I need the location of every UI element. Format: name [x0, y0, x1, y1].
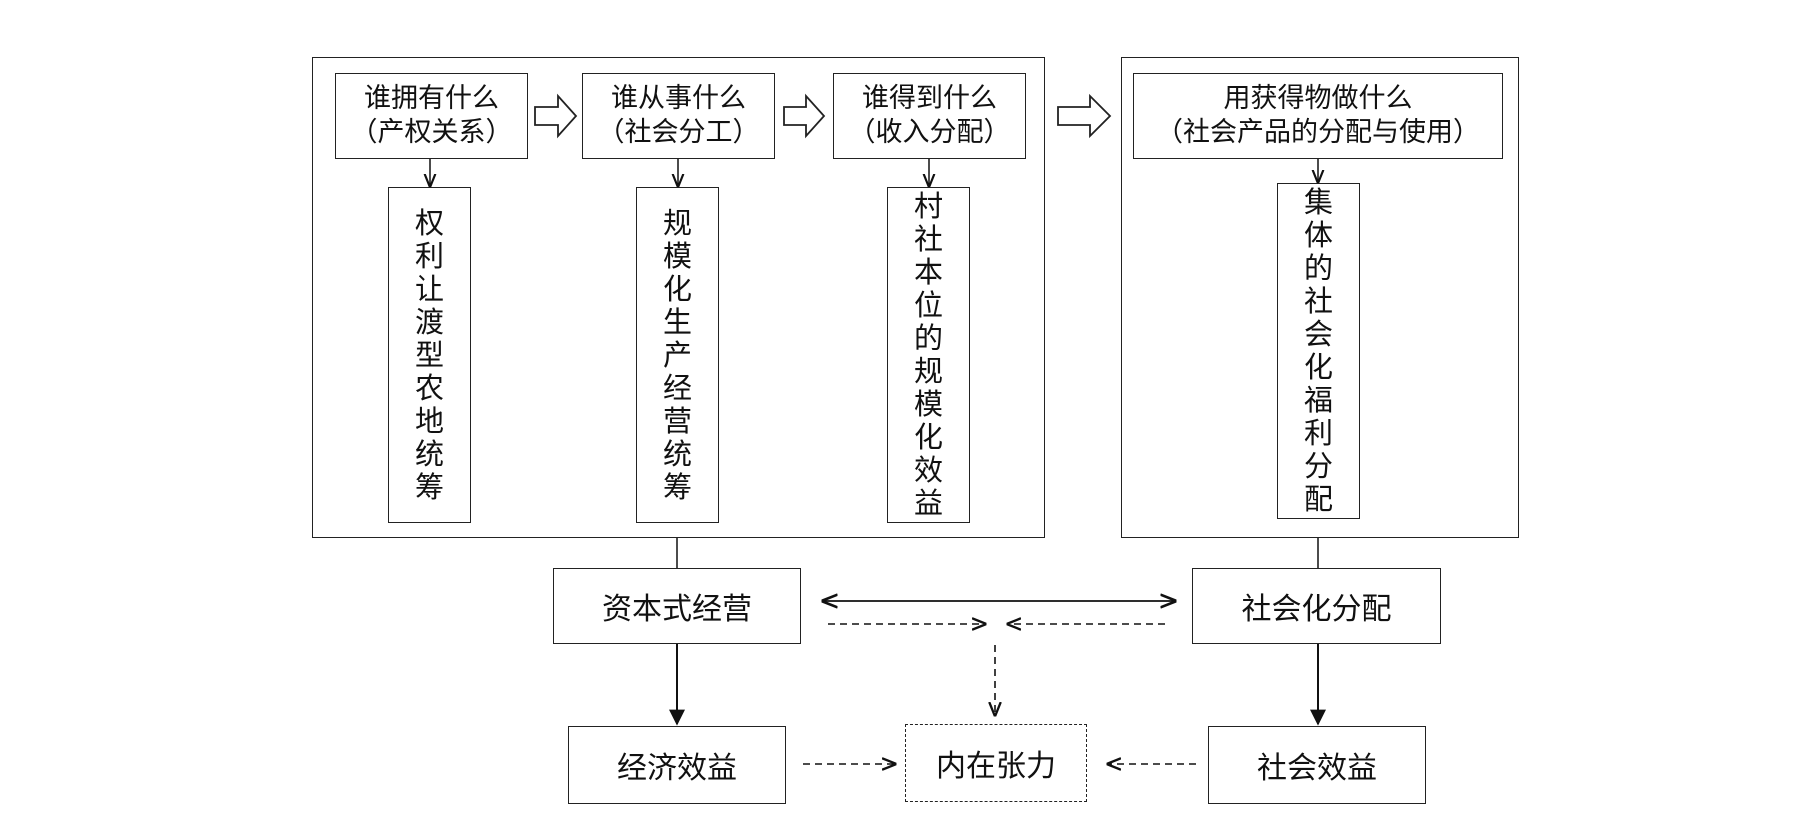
- box-label: 内在张力: [936, 749, 1056, 784]
- internal-tension-box: 内在张力: [905, 724, 1087, 802]
- box-label: 资本式经营: [602, 592, 752, 627]
- step-title: 谁拥有什么: [364, 83, 499, 114]
- social-benefit-box: 社会效益: [1208, 726, 1426, 804]
- economic-benefit-box: 经济效益: [568, 726, 786, 804]
- vertical-box-land: 权利让渡型农地统筹: [388, 187, 471, 523]
- capital-operation-box: 资本式经营: [553, 568, 801, 644]
- right-group-panel: [1121, 57, 1519, 538]
- box-label: 经济效益: [617, 751, 737, 786]
- vertical-label: 集体的社会化福利分配: [1303, 185, 1333, 516]
- left-group-panel: [312, 57, 1045, 538]
- step-title: 谁从事什么: [611, 83, 746, 114]
- step-box-income: 谁得到什么 （收入分配）: [833, 73, 1026, 159]
- social-distribution-box: 社会化分配: [1192, 568, 1441, 644]
- block-arrow-3: [1057, 93, 1112, 139]
- step-subtitle: （收入分配）: [848, 117, 1011, 148]
- step-box-division: 谁从事什么 （社会分工）: [582, 73, 775, 159]
- step-box-property: 谁拥有什么 （产权关系）: [335, 73, 528, 159]
- step-subtitle: （社会产品的分配与使用）: [1156, 117, 1480, 148]
- vertical-label: 村社本位的规模化效益: [913, 189, 943, 520]
- step-subtitle: （产权关系）: [350, 117, 513, 148]
- vertical-label: 规模化生产经营统筹: [662, 205, 692, 504]
- vertical-label: 权利让渡型农地统筹: [414, 205, 444, 504]
- vertical-box-welfare: 集体的社会化福利分配: [1277, 183, 1360, 519]
- step-title: 谁得到什么: [862, 83, 997, 114]
- vertical-box-production: 规模化生产经营统筹: [636, 187, 719, 523]
- step-subtitle: （社会分工）: [597, 117, 760, 148]
- step-title: 用获得物做什么: [1223, 83, 1413, 114]
- box-label: 社会效益: [1257, 751, 1377, 786]
- vertical-box-benefit: 村社本位的规模化效益: [887, 187, 970, 523]
- step-box-usage: 用获得物做什么 （社会产品的分配与使用）: [1133, 73, 1503, 159]
- box-label: 社会化分配: [1241, 592, 1392, 627]
